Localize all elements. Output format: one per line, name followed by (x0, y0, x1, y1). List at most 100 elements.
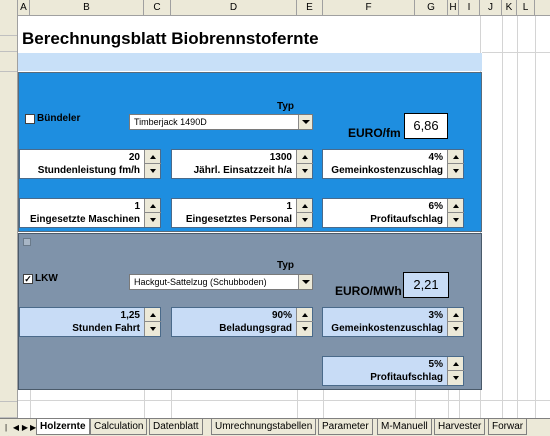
checkbox-box[interactable] (25, 113, 35, 124)
field-label: Profitaufschlag (370, 372, 443, 383)
column-header-k[interactable]: K (502, 0, 517, 16)
row-header[interactable] (0, 52, 17, 72)
field-value: 3% (428, 310, 443, 321)
vehicle-select[interactable]: Hackgut-Sattelzug (Schubboden) (129, 274, 313, 290)
chevron-down-icon[interactable] (298, 275, 312, 289)
machine-select[interactable]: Timberjack 1490D (129, 114, 313, 130)
gemeinkostenzuschlag-lkw-field[interactable]: 3% Gemeinkostenzuschlag (322, 307, 464, 337)
column-header-d[interactable]: D (171, 0, 297, 16)
spinner[interactable] (447, 150, 464, 178)
spin-up-icon[interactable] (448, 357, 464, 371)
next-sheet-icon[interactable]: ▶ (21, 423, 29, 432)
spinner[interactable] (144, 308, 161, 336)
spinner[interactable] (296, 199, 313, 227)
lkw-checkbox-label: LKW (35, 273, 58, 284)
spin-down-icon[interactable] (297, 213, 313, 227)
stunden-fahrt-field[interactable]: 1,25 Stunden Fahrt (19, 307, 161, 337)
column-header-j[interactable]: J (480, 0, 502, 16)
spin-down-icon[interactable] (145, 213, 161, 227)
field-value: 1 (286, 201, 292, 212)
field-label: Eingesetzte Maschinen (29, 214, 140, 225)
tab-m-manuell[interactable]: M-Manuell (377, 419, 432, 435)
eingesetzte-maschinen-field[interactable]: 1 Eingesetzte Maschinen (19, 198, 161, 228)
header-band (18, 53, 482, 71)
spin-down-icon[interactable] (448, 213, 464, 227)
worksheet[interactable]: Berechnungsblatt Biobrennstofernte Bünde… (18, 16, 550, 418)
spin-up-icon[interactable] (145, 199, 161, 213)
row-header[interactable] (0, 392, 17, 402)
spin-up-icon[interactable] (297, 150, 313, 164)
chevron-down-icon[interactable] (298, 115, 312, 129)
spinner[interactable] (144, 150, 161, 178)
gemeinkostenzuschlag-field[interactable]: 4% Gemeinkostenzuschlag (322, 149, 464, 179)
row-header[interactable] (0, 402, 17, 418)
field-value: 4% (428, 152, 443, 163)
column-header-a[interactable]: A (18, 0, 30, 16)
tab-parameter[interactable]: Parameter (318, 419, 373, 435)
spinner[interactable] (296, 150, 313, 178)
select-all-corner[interactable] (0, 0, 18, 16)
gridline (18, 400, 550, 401)
stundenleistung-field[interactable]: 20 Stundenleistung fm/h (19, 149, 161, 179)
row-header[interactable] (0, 16, 17, 36)
gridline (297, 390, 298, 418)
spin-down-icon[interactable] (448, 322, 464, 336)
page-title: Berechnungsblatt Biobrennstofernte (22, 29, 319, 48)
spin-up-icon[interactable] (145, 308, 161, 322)
spin-up-icon[interactable] (448, 308, 464, 322)
field-label: Eingesetztes Personal (185, 214, 292, 225)
column-header-c[interactable]: C (144, 0, 171, 16)
gridline (323, 390, 324, 418)
euro-fm-value: 6,86 (404, 113, 448, 139)
field-label: Stunden Fahrt (72, 323, 140, 334)
buendeler-checkbox[interactable]: Bündeler (25, 113, 80, 124)
spinner[interactable] (447, 308, 464, 336)
spinner[interactable] (296, 308, 313, 336)
spin-up-icon[interactable] (448, 150, 464, 164)
field-value: 6% (428, 201, 443, 212)
last-sheet-icon[interactable]: ▶| (30, 423, 39, 432)
spin-down-icon[interactable] (448, 371, 464, 385)
column-header-h[interactable]: H (448, 0, 459, 16)
first-sheet-icon[interactable]: |◀ (3, 423, 9, 436)
spinner[interactable] (447, 357, 464, 385)
tab-forwarder[interactable]: Forwar (488, 419, 528, 435)
column-headers: A B C D E F G H I J K L (0, 0, 550, 16)
tab-datenblatt[interactable]: Datenblatt (149, 419, 203, 435)
vehicle-select-value: Hackgut-Sattelzug (Schubboden) (134, 277, 267, 287)
spinner[interactable] (447, 199, 464, 227)
tab-umrechnungstabellen[interactable]: Umrechnungstabellen (211, 419, 317, 435)
column-header-b[interactable]: B (30, 0, 144, 16)
prev-sheet-icon[interactable]: ◀ (12, 423, 20, 432)
spin-up-icon[interactable] (448, 199, 464, 213)
profitaufschlag-lkw-field[interactable]: 5% Profitaufschlag (322, 356, 464, 386)
spin-down-icon[interactable] (145, 322, 161, 336)
eingesetztes-personal-field[interactable]: 1 Eingesetztes Personal (171, 198, 313, 228)
tab-harvester[interactable]: Harvester (434, 419, 486, 435)
spin-up-icon[interactable] (297, 199, 313, 213)
beladungsgrad-field[interactable]: 90% Beladungsgrad (171, 307, 313, 337)
spin-up-icon[interactable] (145, 150, 161, 164)
checkbox-box[interactable]: ✓ (23, 273, 33, 284)
field-label: Gemeinkostenzuschlag (331, 165, 443, 176)
column-header-l[interactable]: L (517, 0, 535, 16)
tab-calculation[interactable]: Calculation (90, 419, 148, 435)
column-header-i[interactable]: I (459, 0, 480, 16)
jaehrl-einsatzzeit-field[interactable]: 1300 Jährl. Einsatzzeit h/a (171, 149, 313, 179)
row-header[interactable] (0, 36, 17, 52)
euro-fm-label: EURO/fm (348, 126, 401, 140)
spin-up-icon[interactable] (297, 308, 313, 322)
column-header-g[interactable]: G (415, 0, 448, 16)
column-header-e[interactable]: E (297, 0, 323, 16)
lkw-checkbox[interactable]: ✓ LKW (23, 273, 58, 284)
gridline (482, 52, 550, 53)
spin-down-icon[interactable] (448, 164, 464, 178)
profitaufschlag-field[interactable]: 6% Profitaufschlag (322, 198, 464, 228)
spin-down-icon[interactable] (297, 164, 313, 178)
spinner[interactable] (144, 199, 161, 227)
spin-down-icon[interactable] (297, 322, 313, 336)
gridline (415, 390, 416, 418)
tab-holzernte[interactable]: Holzernte (36, 419, 90, 435)
column-header-f[interactable]: F (323, 0, 415, 16)
spin-down-icon[interactable] (145, 164, 161, 178)
